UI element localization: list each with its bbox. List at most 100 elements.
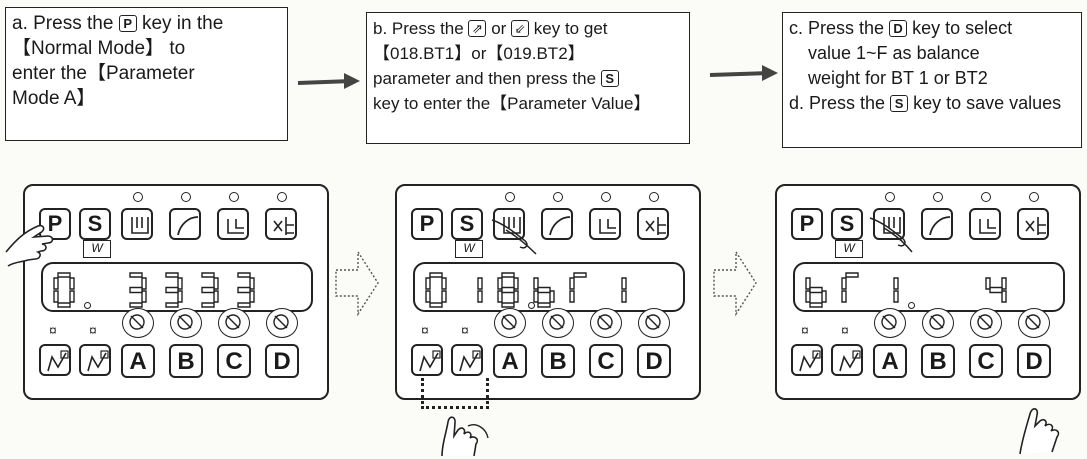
d-label: D xyxy=(645,348,663,375)
d-key-icon: D xyxy=(889,20,908,37)
s-label: S xyxy=(839,211,855,236)
step-b-text: or xyxy=(491,19,507,38)
dotted-arrow-icon xyxy=(713,249,757,317)
up-key-button[interactable] xyxy=(411,344,443,376)
d-label: D xyxy=(273,348,291,375)
display-digit xyxy=(877,272,899,313)
step-b-line2: 【018.BT1】or【019.BT2】 xyxy=(373,44,585,63)
d-key-button[interactable]: D xyxy=(637,344,671,378)
arrow-right-icon xyxy=(297,73,360,89)
display-digit xyxy=(841,272,863,313)
down-key-button[interactable] xyxy=(79,344,111,376)
display-digit xyxy=(497,272,519,313)
d-key-button[interactable]: D xyxy=(1017,344,1051,378)
down-key-button[interactable] xyxy=(451,344,483,376)
a-key-button[interactable]: A xyxy=(493,344,527,378)
needle-down-button[interactable] xyxy=(873,208,905,240)
s-key-icon: S xyxy=(890,95,909,112)
needle-down-button[interactable] xyxy=(121,208,153,240)
s-label: S xyxy=(87,211,103,236)
a-key-button[interactable]: A xyxy=(873,344,907,378)
s-key-button[interactable]: S xyxy=(451,208,483,240)
curve-button[interactable] xyxy=(541,208,573,240)
display-digit xyxy=(569,272,591,313)
back-tack-icon xyxy=(645,217,666,235)
a-label: A xyxy=(129,348,147,375)
indicator-led: ¤ xyxy=(801,322,809,338)
s-key-button[interactable]: S xyxy=(79,208,111,240)
curve-button[interactable] xyxy=(169,208,201,240)
indicator-led xyxy=(181,192,191,202)
indicator-led: ¤ xyxy=(841,322,849,338)
c-key-button[interactable]: C xyxy=(217,344,251,378)
p-label: P xyxy=(47,211,63,236)
b-key-button[interactable]: B xyxy=(541,344,575,378)
needle-down-button[interactable] xyxy=(493,208,525,240)
step-d-text: d. Press the xyxy=(789,93,886,113)
pointing-hand-icon xyxy=(491,219,537,255)
thread-trim-button[interactable] xyxy=(217,208,249,240)
p-key-button[interactable]: P xyxy=(39,208,71,240)
pointing-hand-icon xyxy=(5,224,54,267)
w-label: W xyxy=(83,240,111,258)
up-key-button[interactable] xyxy=(39,344,71,376)
step-b-text: b. Press the xyxy=(373,19,464,38)
b-key-button[interactable]: B xyxy=(169,344,203,378)
step-b-line3: parameter and then press the S xyxy=(373,66,683,91)
display-digit xyxy=(161,272,183,313)
pointing-hand-icon xyxy=(1019,408,1060,455)
p-key-button[interactable]: P xyxy=(411,208,443,240)
step-a-text: key in the xyxy=(141,13,224,34)
seven-segment-display xyxy=(793,262,1065,312)
display-digit xyxy=(949,272,971,313)
up-key-button[interactable] xyxy=(791,344,823,376)
back-tack-button[interactable] xyxy=(637,208,669,240)
indicator-led: ¤ xyxy=(461,322,469,338)
step-c-line3: weight for BT 1 or BT2 xyxy=(808,68,988,88)
b-label: B xyxy=(177,348,195,375)
step-b-text: parameter and then press the xyxy=(373,69,597,88)
c-key-button[interactable]: C xyxy=(969,344,1003,378)
seven-segment-display xyxy=(413,262,685,312)
decimal-point xyxy=(528,302,535,309)
d-key-button[interactable]: D xyxy=(265,344,299,378)
arrow-right-icon xyxy=(709,65,778,81)
thread-trim-icon xyxy=(979,219,996,234)
p-label: P xyxy=(419,211,435,236)
down-key-icon xyxy=(87,350,109,372)
step-a-line2: 【Normal Mode】 to xyxy=(12,38,186,59)
display-digit xyxy=(985,272,1007,313)
display-digit xyxy=(461,272,483,313)
indicator-led: ¤ xyxy=(421,322,429,338)
thread-trim-button[interactable] xyxy=(589,208,621,240)
display-digit xyxy=(197,272,219,313)
down-key-icon xyxy=(839,350,861,372)
step-a-text: a. Press the xyxy=(12,13,114,34)
back-tack-button[interactable] xyxy=(1017,208,1049,240)
instruction-box-a: a. Press the P key in the 【Normal Mode】 … xyxy=(5,7,288,141)
display-digit xyxy=(53,272,75,313)
b-key-button[interactable]: B xyxy=(921,344,955,378)
thread-trim-button[interactable] xyxy=(969,208,1001,240)
curve-button[interactable] xyxy=(921,208,953,240)
w-label: W xyxy=(835,240,863,258)
c-label: C xyxy=(597,348,615,375)
c-key-button[interactable]: C xyxy=(589,344,623,378)
a-key-button[interactable]: A xyxy=(121,344,155,378)
indicator-led xyxy=(133,192,143,202)
pattern-indicator-icon xyxy=(970,308,1002,338)
p-label: P xyxy=(799,211,815,236)
step-b-line1: b. Press the ⇗ or ⇙ key to get xyxy=(373,16,683,41)
down-key-button[interactable] xyxy=(831,344,863,376)
p-key-icon: P xyxy=(118,15,137,32)
needle-down-icon xyxy=(131,217,149,234)
d-label: D xyxy=(1025,348,1043,375)
p-key-button[interactable]: P xyxy=(791,208,823,240)
indicator-led xyxy=(601,192,611,202)
s-key-button[interactable]: S xyxy=(831,208,863,240)
selection-dots xyxy=(421,378,489,409)
back-tack-button[interactable] xyxy=(265,208,297,240)
step-b-text: key to get xyxy=(533,19,608,38)
display-digit xyxy=(425,272,447,313)
step-d-line: d. Press the S key to save values xyxy=(789,91,1075,116)
